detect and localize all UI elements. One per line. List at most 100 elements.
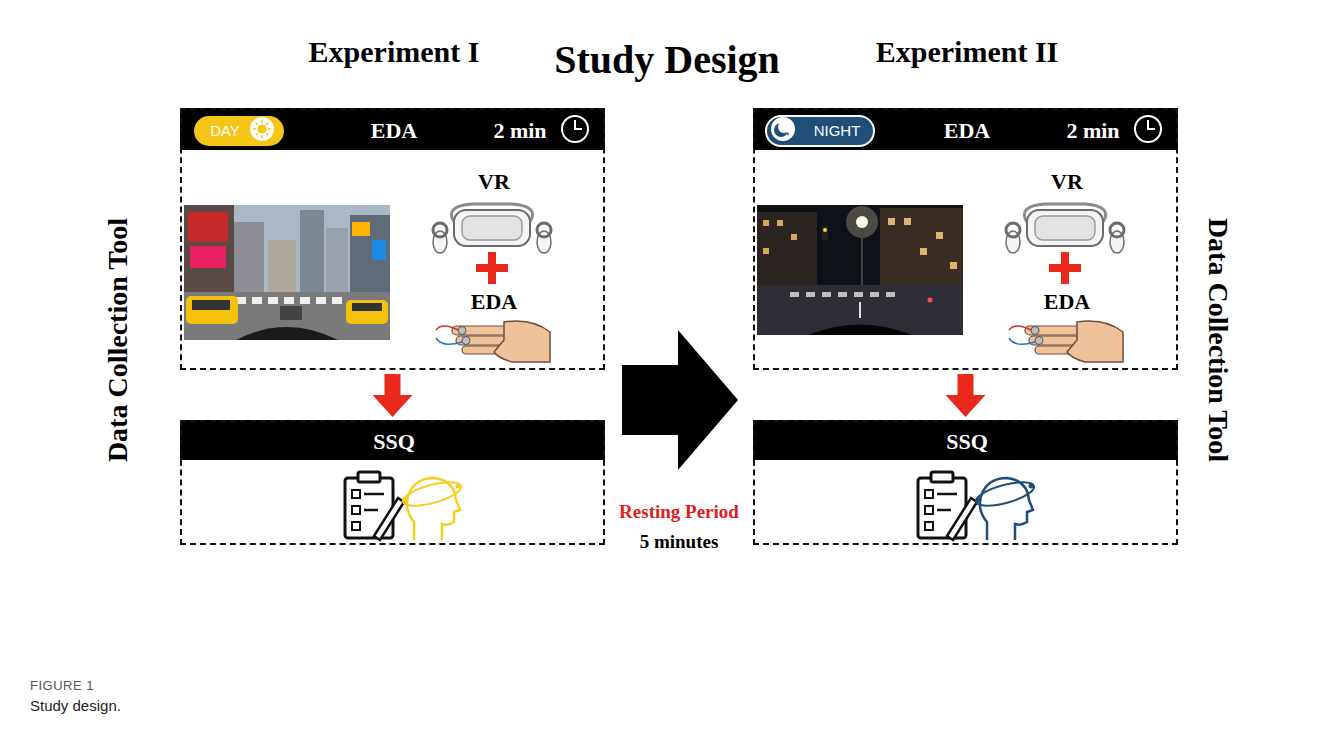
- hand-electrode-icon: [436, 338, 462, 344]
- day-street-photo: [184, 292, 390, 340]
- night-street-photo: [822, 292, 831, 297]
- day-street-photo: [234, 222, 264, 292]
- vr-headset-icon: [1035, 216, 1095, 240]
- night-street-photo: [823, 228, 827, 232]
- day-street-photo: [252, 297, 262, 304]
- header-bar: [753, 420, 1178, 460]
- moon-icon: [778, 121, 790, 133]
- day-street-photo: [184, 205, 390, 340]
- interval-duration: 5 minutes: [640, 531, 719, 553]
- night-street-photo: [920, 248, 927, 255]
- questionnaire-icon: [937, 493, 957, 496]
- questionnaire-panel: SSQ: [753, 420, 1178, 545]
- questionnaire-icon: [925, 490, 933, 498]
- questionnaire-icon: [925, 522, 933, 530]
- dizzy-head-icon: [980, 478, 1033, 540]
- night-street-photo: [790, 292, 799, 297]
- dizzy-head-icon: [407, 478, 460, 540]
- clock-icon: [562, 116, 588, 142]
- night-street-photo: [757, 212, 817, 290]
- hand-electrode-icon: [1031, 327, 1039, 335]
- hand-electrode-icon: [1009, 338, 1035, 344]
- night-street-photo: [936, 232, 943, 239]
- night-street-photo: [757, 205, 963, 335]
- side-label: Data Collection Tool: [1202, 218, 1234, 462]
- plus-sign: [1049, 252, 1081, 284]
- vr-headset-icon: [1027, 210, 1103, 246]
- day-street-photo: [192, 300, 230, 310]
- questionnaire-icon: [918, 472, 977, 540]
- questionnaire-icon: [358, 472, 380, 482]
- night-street-photo: [822, 226, 828, 240]
- vr-headset-icon: [462, 216, 522, 240]
- clock-icon: [575, 120, 582, 129]
- moon-icon: [774, 123, 788, 137]
- night-street-photo: [808, 325, 912, 336]
- device-label: EDA: [471, 289, 517, 314]
- night-street-photo: [861, 228, 863, 288]
- night-street-photo: [886, 292, 895, 297]
- figure-number: FIGURE 1: [30, 679, 94, 694]
- device-label: VR: [478, 169, 510, 194]
- night-street-photo: [806, 292, 815, 297]
- header-label: EDA: [944, 118, 990, 143]
- clock-icon: [1135, 116, 1161, 142]
- day-street-photo: [326, 228, 348, 293]
- day-street-photo: [190, 246, 226, 268]
- badge-label: DAY: [210, 122, 240, 139]
- day-street-photo: [300, 210, 324, 295]
- experiment-panel: Experiment IEDA2 minVREDADAY: [180, 108, 605, 370]
- day-badge: DAY: [194, 116, 284, 146]
- vr-headset-icon: [454, 210, 530, 246]
- night-street-photo: [880, 208, 963, 290]
- questionnaire-icon: [364, 509, 378, 512]
- dizzy-head-icon: [401, 478, 464, 511]
- badge-label: NIGHT: [814, 122, 861, 139]
- dizzy-head-icon: [1029, 484, 1034, 489]
- hand-electrode-icon: [458, 327, 466, 335]
- clock-icon: [1148, 120, 1155, 129]
- header-bar: [180, 420, 605, 460]
- dizzy-head-icon: [456, 484, 461, 489]
- clock-icon: [562, 116, 588, 142]
- day-street-photo: [284, 297, 294, 304]
- day-street-photo: [188, 212, 228, 242]
- flow-arrow: [373, 374, 413, 417]
- questionnaire-icon: [931, 472, 953, 482]
- hand-electrode-icon: [1067, 321, 1123, 362]
- day-street-photo: [316, 297, 326, 304]
- vr-headset-icon: [1006, 204, 1124, 253]
- device-label: VR: [1051, 169, 1083, 194]
- hand-electrode-icon: [1009, 321, 1123, 362]
- night-street-photo: [763, 248, 769, 254]
- day-street-photo: [350, 215, 390, 295]
- hand-electrode-icon: [436, 326, 458, 330]
- questionnaire-icon: [352, 522, 360, 530]
- dizzy-head-icon: [401, 478, 464, 540]
- vr-headset-icon: [537, 223, 551, 237]
- night-street-photo: [904, 218, 911, 225]
- moon-icon: [771, 117, 795, 141]
- questionnaire-panel: SSQ: [180, 420, 605, 545]
- figure-caption: Study design.: [30, 697, 121, 714]
- plus-sign: [476, 252, 508, 284]
- header-label: SSQ: [946, 429, 988, 454]
- day-street-photo: [300, 297, 310, 304]
- moon-icon: [771, 117, 795, 141]
- transition-arrow: [622, 330, 738, 470]
- day-street-photo: [372, 240, 386, 260]
- header-label: EDA: [371, 118, 417, 143]
- experiment-heading: Experiment I: [309, 35, 480, 70]
- interval-label: Resting Period: [619, 501, 739, 523]
- hand-electrode-icon: [494, 321, 550, 362]
- vr-headset-icon: [1006, 223, 1020, 237]
- hand-electrode-icon: [1025, 326, 1083, 335]
- questionnaire-icon: [925, 506, 933, 514]
- day-street-photo: [268, 297, 278, 304]
- experiment-panel: Experiment IIEDA2 minVREDANIGHT: [753, 108, 1178, 370]
- sun-icon: [258, 125, 267, 134]
- sun-icon: [250, 117, 274, 141]
- night-street-photo: [859, 302, 861, 318]
- moon-icon: [787, 133, 789, 135]
- vr-headset-icon: [433, 204, 551, 253]
